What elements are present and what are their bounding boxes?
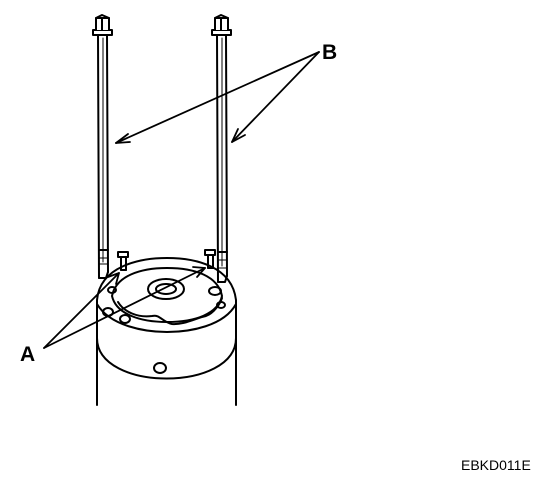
screw-left [117,251,129,271]
starter-housing [96,257,237,406]
through-bolt-right [211,14,232,283]
through-bolt-left [92,14,113,279]
label-b: B [322,41,337,64]
screw-right [204,249,216,269]
label-a: A [20,343,35,366]
leader-lines-b [115,51,320,144]
leader-lines-a [43,266,206,349]
figure-code: EBKD011E [461,457,531,473]
